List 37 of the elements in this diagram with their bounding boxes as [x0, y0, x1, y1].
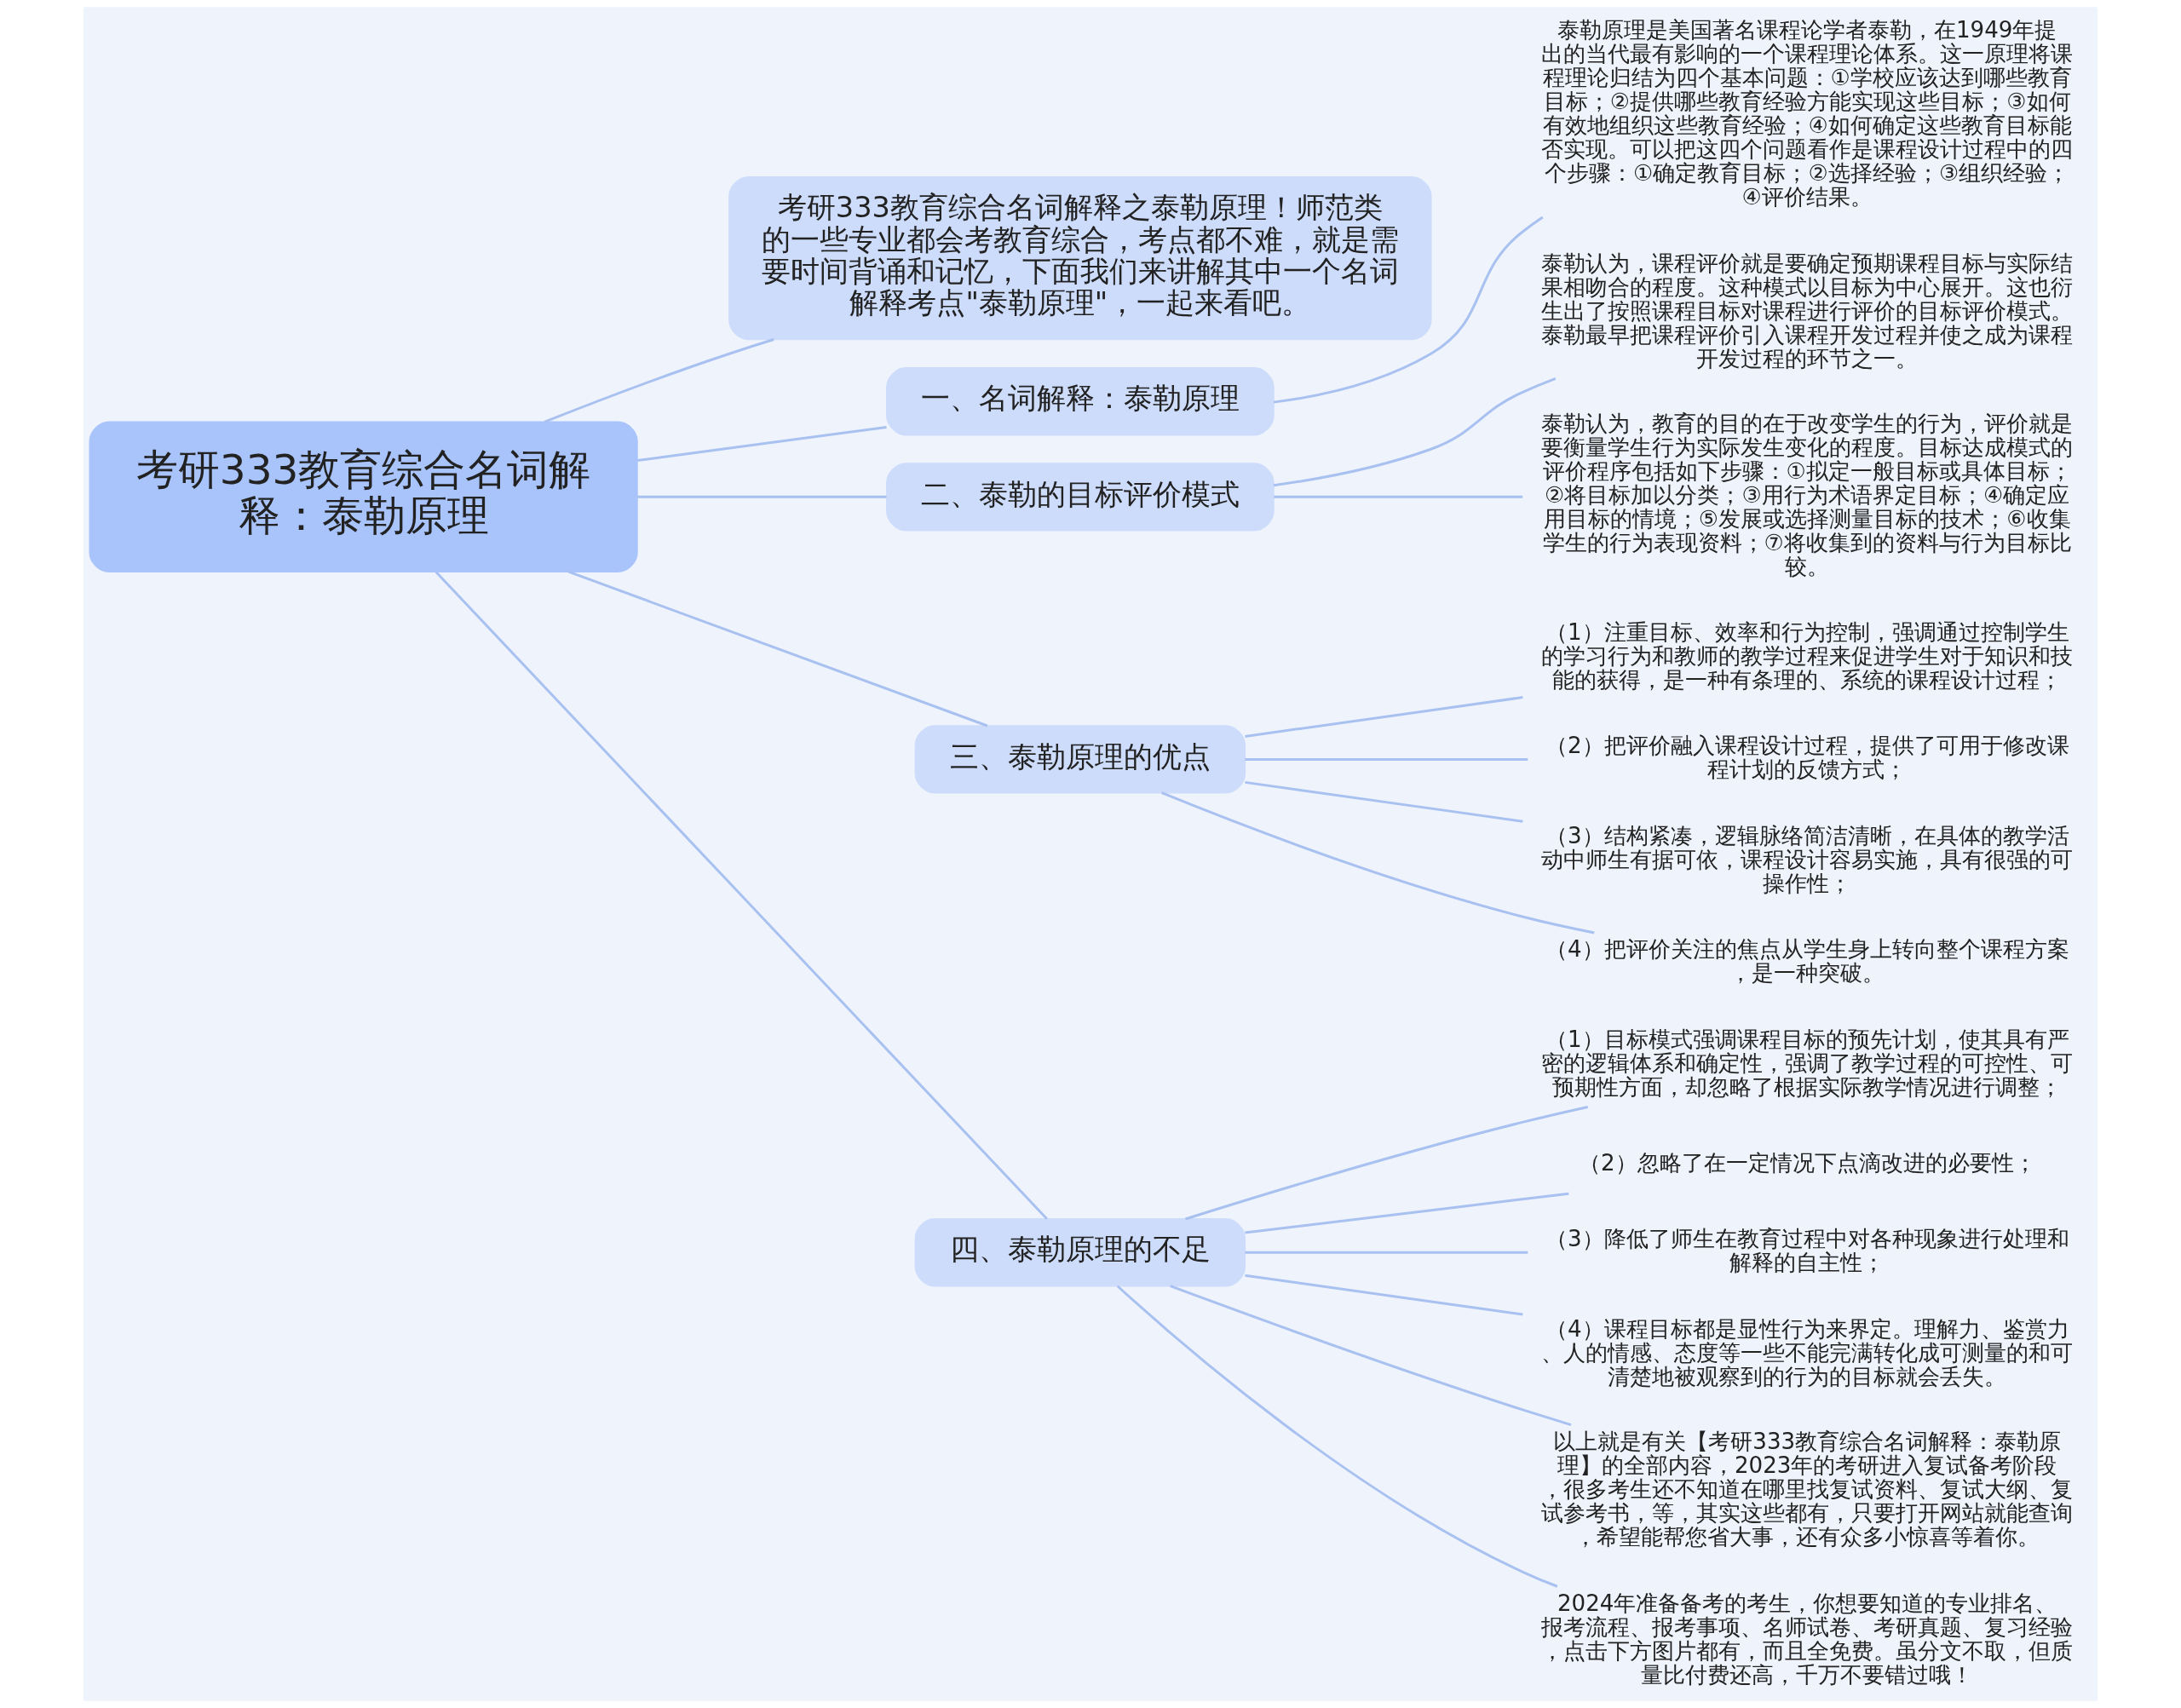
node-text: （3）结构紧凑，逻辑脉络简洁清晰，在具体的教学活动中师生有据可依，课程设计容易实施，具有很强的可操作性； — [1541, 822, 2074, 896]
node-text: 泰勒原理是美国著名课程论学者泰勒，在1949年提出的当代最有影响的一个课程理论体系。这一原理将课程理论归结为四个基本问题：①学校应该达到哪些教育目标；②提供哪些教育经验方能实现这些目标；③如何有效地组织这些教育经验；④如何确定这些教育目标能否实现。可以把这四个问题看作是课程设计过程中的四个步骤：①确定教育目标；②选择经验；③组织经验；④评价结果。 — [1541, 17, 2074, 210]
connector — [1245, 757, 1528, 761]
node-text: 以上就是有关【考研333教育综合名词解释：泰勒原理】的全部内容，2023年的考研进入复试备考阶段，很多考生还不知道在哪里找复试资料、复试大纲、复试参考书，等，其实这些都有，只要打开网站就能查询，希望能帮您省大事，还有众多小惊喜等着你。 — [1541, 1429, 2074, 1550]
connector — [1273, 216, 1544, 404]
connector — [1274, 495, 1523, 498]
node-box: 四、泰勒原理的不足 — [914, 1218, 1246, 1287]
connector — [1245, 1274, 1523, 1316]
node-text: （1）注重目标、效率和行为控制，强调通过控制学生的学习行为和教师的教学过程来促进学生对于知识和技能的获得，是一种有条理的、系统的课程设计过程； — [1541, 618, 2074, 693]
node-text: 泰勒认为，课程评价就是要确定预期课程目标与实际结果相吻合的程度。这种模式以目标为中心展开。这也衍生出了按照课程目标对课程进行评价的目标评价模式。泰勒最早把课程评价引入课程开发过程并使之成为课程开发过程的环节之一。 — [1541, 250, 2074, 371]
connector — [1245, 1251, 1528, 1254]
node-text: （4）把评价关注的焦点从学生身上转向整个课程方案，是一种突破。 — [1545, 936, 2069, 986]
connector — [1170, 1285, 1572, 1427]
node-text: 2024年准备备考的考生，你想要知道的专业排名、报考流程、报考事项、名师试卷、考研真题、复习经验，点击下方图片都有，而且全免费。虽分文不取，但质量比付费还高，千万不要错过哦！ — [1541, 1590, 2074, 1688]
connector — [567, 570, 988, 727]
node-text: 泰勒认为，教育的目的在于改变学生的行为，评价就是要衡量学生行为实际发生变化的程度。目标达成模式的评价程序包括如下步骤：①拟定一般目标或具体目标；②将目标加以分类；③用行为术语界定目标；④确定应用目标的情境；⑤发展或选择测量目标的技术；⑥收集学生的行为表现资料；⑦将收集到的资料与行为目标比较。 — [1541, 411, 2074, 580]
connector — [637, 495, 887, 498]
node-box: 一、名词解释：泰勒原理 — [886, 367, 1275, 436]
node-text: （2）忽略了在一定情况下点滴改进的必要性； — [1578, 1150, 2036, 1176]
connector — [1116, 1285, 1558, 1588]
node-box: 考研333教育综合名词解释之泰勒原理！师范类的一些专业都会考教育综合，考点都不难，就是需要时间背诵和记忆，下面我们来讲解其中一个名词解释考点"泰勒原理"，一起来看吧。 — [728, 176, 1432, 341]
node-box: 三、泰勒原理的优点 — [914, 725, 1246, 794]
connector — [1273, 377, 1557, 487]
connector — [434, 571, 1048, 1220]
connector — [544, 338, 774, 423]
node-box: 二、泰勒的目标评价模式 — [886, 463, 1275, 532]
node-text: （4）课程目标都是显性行为来界定。理解力、鉴赏力、人的情感、态度等一些不能完满转化成可测量的和可清楚地被观察到的行为的目标就会丢失。 — [1541, 1315, 2074, 1389]
connector — [1245, 696, 1523, 738]
node-text: （2）把评价融入课程设计过程，提供了可用于修改课程计划的反馈方式； — [1545, 733, 2069, 783]
connector — [1245, 1192, 1569, 1234]
node-text: （3）降低了师生在教育过程中对各种现象进行处理和解释的自主性； — [1545, 1226, 2069, 1276]
connector — [1161, 791, 1595, 935]
node-box: 考研333教育综合名词解释：泰勒原理 — [89, 421, 638, 572]
connector — [636, 425, 887, 462]
connector — [1245, 780, 1523, 823]
connector — [1184, 1106, 1589, 1221]
node-text: （1）目标模式强调课程目标的预先计划，使其具有严密的逻辑体系和确定性，强调了教学过程的可控性、可预期性方面，却忽略了根据实际教学情况进行调整； — [1541, 1026, 2074, 1100]
